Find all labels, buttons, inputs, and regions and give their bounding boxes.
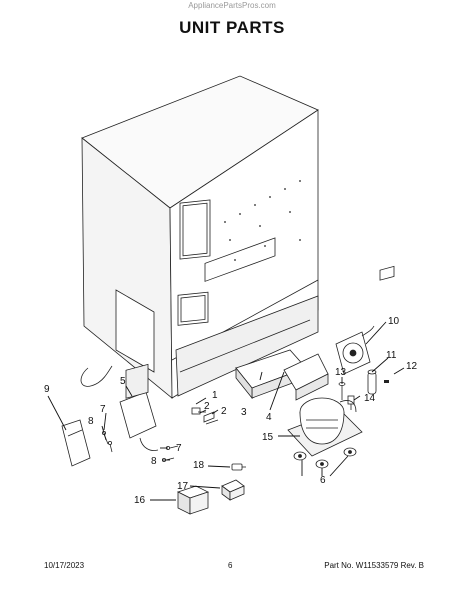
callout-16: 16 <box>134 495 146 506</box>
terminal-block <box>221 479 245 501</box>
power-cord <box>80 365 113 387</box>
capacitor <box>176 485 210 515</box>
callout-2: 2 <box>221 406 227 417</box>
callout-8: 8 <box>151 456 157 467</box>
footer-date: 10/17/2023 <box>44 561 85 570</box>
small-screws <box>102 430 179 462</box>
callout-15: 15 <box>262 432 274 443</box>
cabinet-body <box>81 75 319 399</box>
callout-7: 7 <box>176 443 182 454</box>
callout-11: 11 <box>386 350 397 361</box>
callout-1: 1 <box>212 390 218 401</box>
callout-18: 18 <box>193 460 205 471</box>
condenser-fan <box>335 325 375 375</box>
callout-13: 13 <box>335 367 347 378</box>
footer-part-info: Part No. W11533579 Rev. B <box>324 561 424 570</box>
footer-page-number: 6 <box>228 561 233 570</box>
control-box <box>119 363 159 451</box>
callout-9: 9 <box>44 384 50 395</box>
page-title: UNIT PARTS <box>179 18 285 37</box>
overload-protector <box>379 265 395 383</box>
tube-fitting <box>231 463 246 471</box>
callout-14: 14 <box>364 393 376 404</box>
callout-12: 12 <box>406 361 418 372</box>
callout-17: 17 <box>177 481 189 492</box>
callout-7: 7 <box>100 404 106 415</box>
callout-8: 8 <box>88 416 94 427</box>
callout-4: 4 <box>266 412 272 423</box>
mounting-screw <box>338 382 346 400</box>
watermark: AppliancePartsPros.com <box>188 1 276 10</box>
start-relay <box>367 369 377 395</box>
callout-6: 6 <box>320 475 326 486</box>
callout-5: 5 <box>120 376 126 387</box>
control-cover <box>61 419 91 467</box>
drain-bracket <box>283 353 329 401</box>
leader-lines <box>47 321 405 501</box>
retaining-clips <box>191 407 219 425</box>
callout-labels: 1 2 2 3 4 5 6 7 7 8 8 9 10 11 12 13 14 1… <box>44 316 418 506</box>
compressor <box>287 397 363 457</box>
callout-10: 10 <box>388 316 400 327</box>
callout-2: 2 <box>204 401 210 412</box>
callout-3: 3 <box>241 407 247 418</box>
